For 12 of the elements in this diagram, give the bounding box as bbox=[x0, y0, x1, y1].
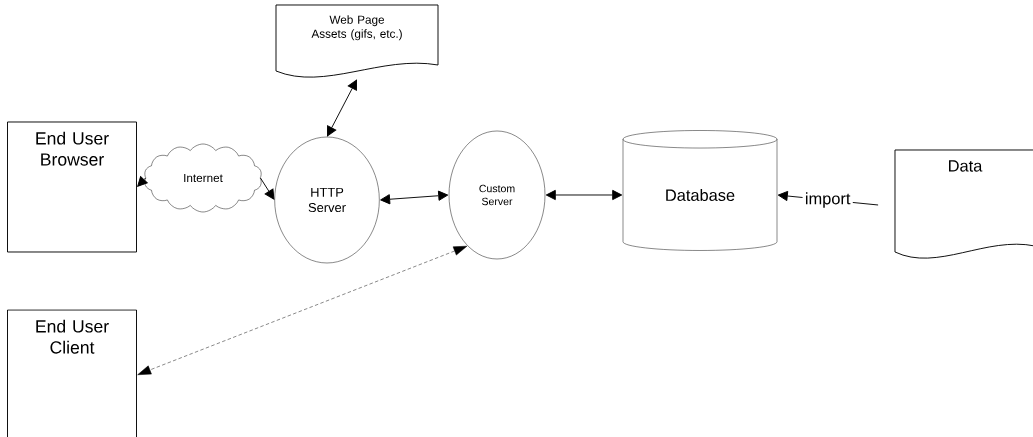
arrow bbox=[137, 245, 468, 375]
document-shape: Web Page Assets (gifs, etc.) bbox=[275, 4, 439, 78]
arrow bbox=[380, 190, 449, 205]
arrow bbox=[260, 177, 275, 200]
client-box: End User Browser bbox=[7, 121, 137, 253]
client-box: End User Client bbox=[7, 309, 137, 437]
arrow bbox=[137, 176, 148, 187]
arrow bbox=[327, 79, 357, 137]
document-shape: Data bbox=[894, 149, 1033, 259]
edge-label: import bbox=[802, 190, 853, 210]
arrow bbox=[545, 189, 623, 201]
database-cylinder: Database bbox=[622, 130, 778, 251]
